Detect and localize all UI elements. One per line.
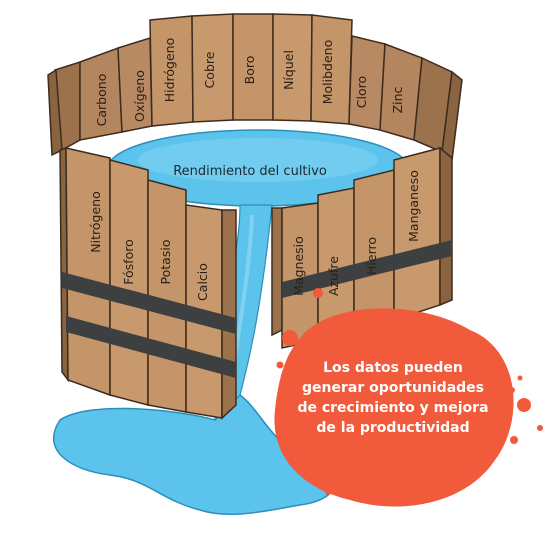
barrel-front-right	[271, 146, 453, 349]
stave-label-back_staves-2: Hidrógeno	[162, 38, 177, 103]
callout-line: generar oportunidades	[302, 380, 484, 396]
stave-label-front_left_staves-2: Potasio	[158, 240, 173, 285]
callout-text: Los datos pueden generar oportunidades de …	[297, 360, 488, 436]
stave-labels: Carbono Oxígeno Hidrógeno Cobre Boro Níquel Mo…	[88, 38, 421, 301]
stave-label-front_right_staves-3: Manganeso	[406, 170, 421, 242]
callout-line: de crecimiento y mejora	[297, 400, 488, 416]
barrel-back-wall	[47, 13, 463, 162]
barrel-title: Rendimiento del cultivo	[173, 164, 327, 179]
callout-line: de la productividad	[316, 420, 469, 436]
water-puddle	[53, 394, 335, 515]
stave-label-back_staves-8: Zinc	[390, 86, 405, 113]
callout-line: Los datos pueden	[323, 360, 463, 376]
callout-splash	[274, 288, 543, 507]
stave-label-back_staves-7: Cloro	[354, 76, 369, 108]
stave-label-front_right_staves-2: Hierro	[364, 237, 379, 275]
stave-label-front_left_staves-1: Fósforo	[121, 239, 136, 284]
stave-label-back_staves-3: Cobre	[202, 51, 217, 88]
stave-label-back_staves-6: Molibdeno	[320, 40, 335, 105]
barrel-bands	[62, 240, 452, 378]
stave-label-front_left_staves-3: Calcio	[195, 263, 210, 301]
stave-label-front_right_staves-1: Azufre	[326, 256, 341, 296]
stave-label-back_staves-0: Carbono	[94, 74, 109, 127]
stave-label-back_staves-1: Oxígeno	[132, 70, 147, 122]
stave-label-back_staves-5: Níquel	[281, 50, 296, 90]
stave-label-back_staves-4: Boro	[242, 56, 257, 85]
stave-label-front_left_staves-0: Nitrógeno	[88, 191, 103, 252]
stave-label-front_right_staves-0: Magnesio	[291, 236, 306, 296]
